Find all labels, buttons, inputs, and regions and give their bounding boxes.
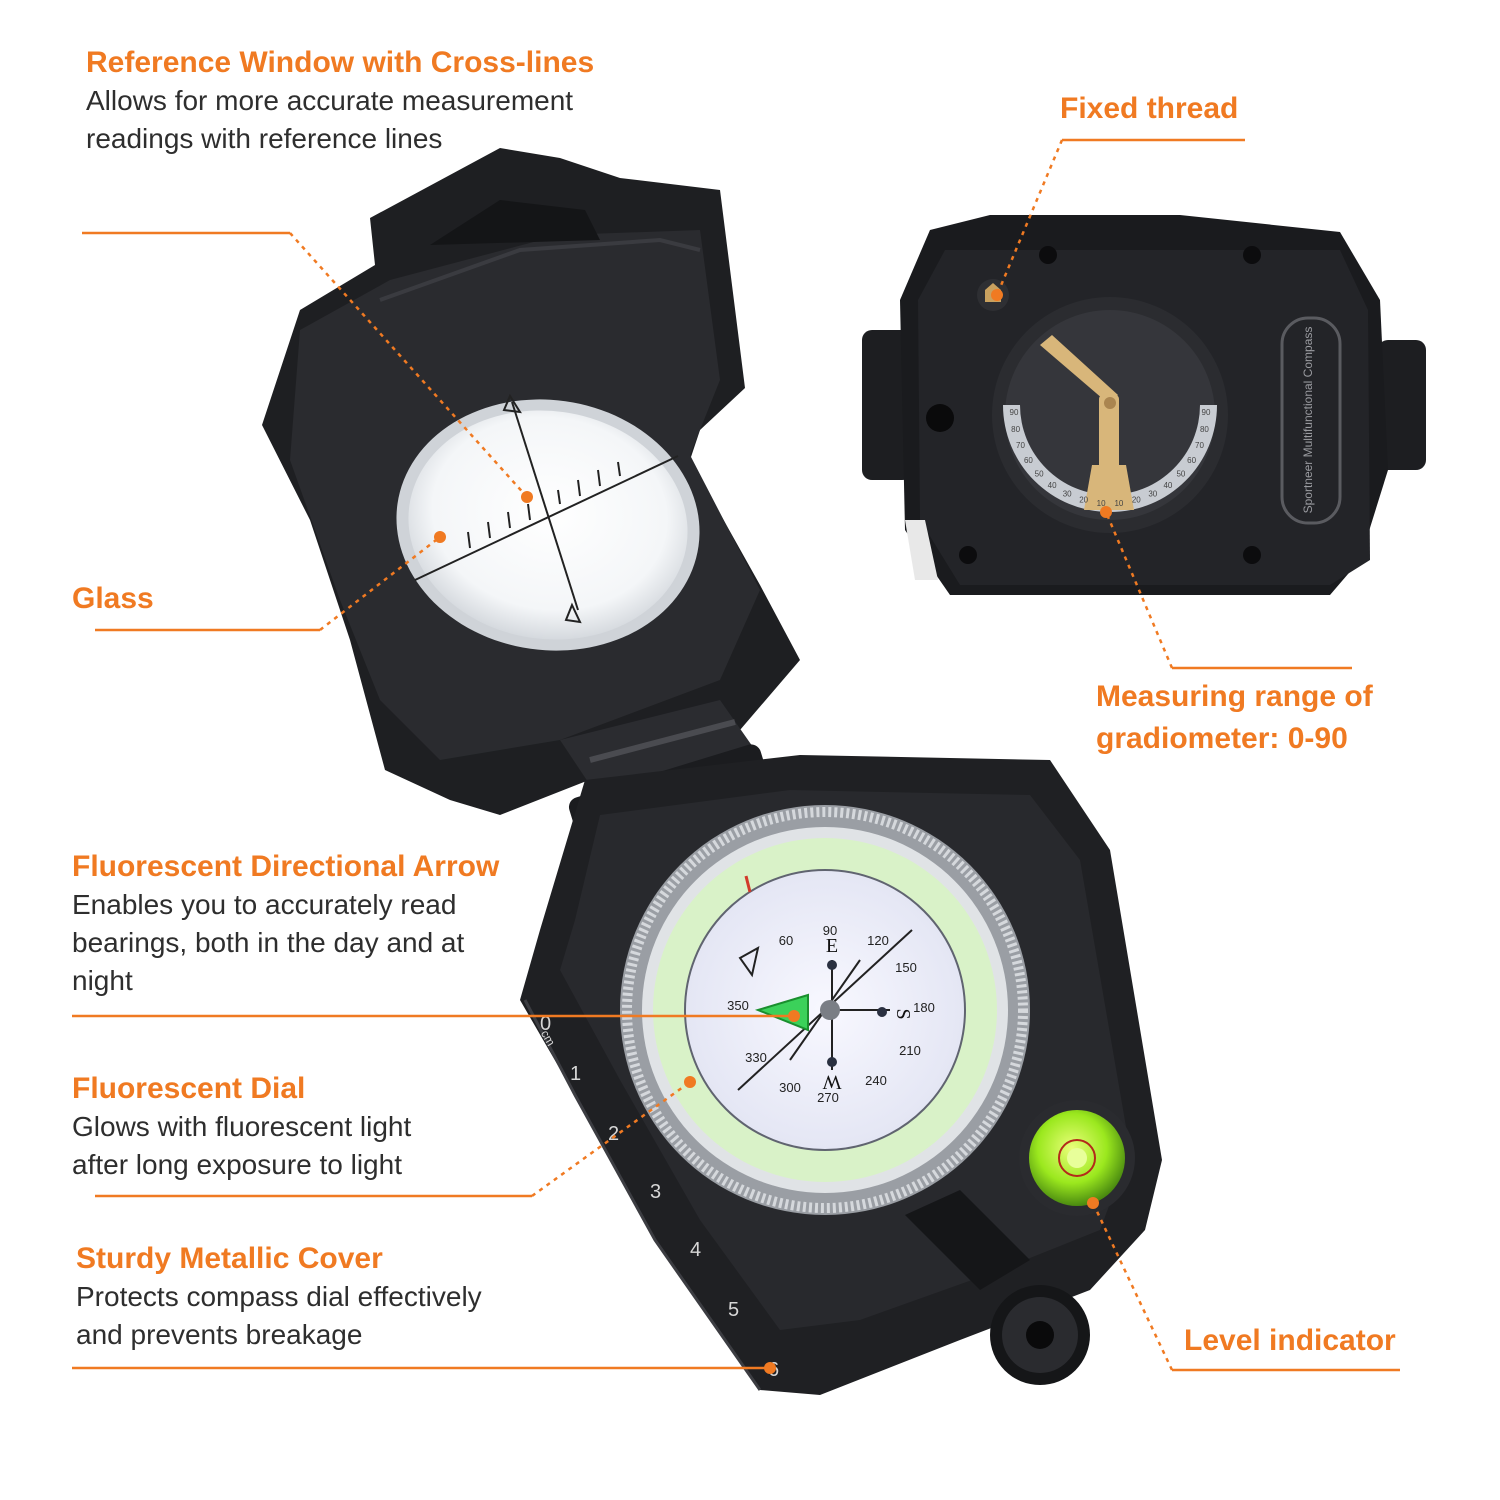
dial-letter-south: S — [892, 1008, 914, 1019]
desc-line: Protects compass dial effectively — [76, 1281, 482, 1312]
desc-line: and prevents breakage — [76, 1319, 363, 1350]
dial-letter-west: W — [822, 1071, 841, 1093]
gradiometer-scale-label: 90 — [1202, 408, 1211, 417]
gradiometer-scale-label: 80 — [1200, 425, 1209, 434]
callout-title: Sturdy Metallic Cover — [76, 1242, 383, 1275]
dial-number: 350 — [727, 998, 749, 1013]
ruler-label: 5 — [728, 1299, 739, 1321]
desc-line: Glows with fluorescent light — [72, 1111, 412, 1142]
gradiometer-scale-label: 60 — [1024, 456, 1033, 465]
gradiometer-scale-label: 60 — [1187, 456, 1196, 465]
gradiometer-scale-label: 30 — [1148, 490, 1157, 499]
callout-glass: Glass — [72, 580, 154, 618]
dial-letter-east: E — [826, 935, 838, 957]
dial-number: 240 — [865, 1073, 887, 1088]
callout-title: Glass — [72, 582, 154, 615]
ruler-label: 3 — [650, 1181, 661, 1203]
gradiometer-scale-label: 20 — [1132, 496, 1141, 505]
callout-title: Fluorescent Dial — [72, 1072, 306, 1105]
desc-line: after long exposure to light — [72, 1149, 402, 1180]
callout-reference-window: Reference Window with Cross-lines Allows… — [86, 44, 594, 158]
callout-title: Level indicator — [1184, 1324, 1396, 1357]
dial-number: 180 — [913, 1000, 935, 1015]
dial-number: 300 — [779, 1080, 801, 1095]
dial-number: 150 — [895, 960, 917, 975]
gradiometer-scale-label: 30 — [1063, 490, 1072, 499]
ruler-label: 0 — [540, 1013, 551, 1035]
callout-title-line: gradiometer: 0-90 — [1096, 722, 1348, 755]
desc-line: readings with reference lines — [86, 123, 443, 154]
callout-directional-arrow: Fluorescent Directional Arrow Enables yo… — [72, 848, 499, 1000]
desc-line: night — [72, 965, 133, 996]
gradiometer-scale-label: 50 — [1035, 469, 1044, 478]
gradiometer-scale-label: 70 — [1195, 441, 1204, 450]
gradiometer-scale-label: 50 — [1176, 469, 1185, 478]
desc-line: Enables you to accurately read — [72, 889, 457, 920]
compass-back: Sportneer Multifunctional Compass — [862, 215, 1426, 595]
dial-number: 210 — [899, 1043, 921, 1058]
brand-text: Sportneer Multifunctional Compass — [1301, 327, 1315, 514]
desc-line: bearings, both in the day and at — [72, 927, 465, 958]
reference-glass — [396, 393, 700, 651]
gradiometer-scale-label: 10 — [1097, 499, 1106, 508]
leader-dots — [434, 289, 1112, 1374]
leader-lines — [72, 138, 1400, 1372]
dial-number: 270 — [817, 1090, 839, 1105]
gradiometer-scale-label: 10 — [1114, 499, 1123, 508]
dial-number: 90 — [823, 923, 837, 938]
callout-desc: Enables you to accurately read bearings,… — [72, 886, 499, 1000]
callout-title: Fluorescent Directional Arrow — [72, 850, 500, 883]
gradiometer-scale-label: 40 — [1163, 481, 1172, 490]
callout-metallic-cover: Sturdy Metallic Cover Protects compass d… — [76, 1240, 482, 1354]
ruler-label: 4 — [690, 1239, 701, 1261]
gradiometer-scale-label: 80 — [1011, 425, 1020, 434]
dial-number: 330 — [745, 1050, 767, 1065]
callout-level-indicator: Level indicator — [1184, 1322, 1396, 1360]
ruler-label: 2 — [608, 1123, 619, 1145]
level-bubble — [1019, 1100, 1135, 1216]
ruler-unit: cm — [538, 1028, 558, 1049]
callout-title-line: Measuring range of — [1096, 680, 1373, 713]
gradiometer-scale-label: 90 — [1010, 408, 1019, 417]
callout-gradiometer: Measuring range of gradiometer: 0-90 — [1096, 678, 1373, 758]
callout-desc: Glows with fluorescent light after long … — [72, 1108, 411, 1184]
gradiometer-scale-label: 70 — [1016, 441, 1025, 450]
callout-desc: Protects compass dial effectively and pr… — [76, 1278, 482, 1354]
desc-line: Allows for more accurate measurement — [86, 85, 574, 116]
dial-number: 120 — [867, 933, 889, 948]
gradiometer-scale-label: 20 — [1079, 496, 1088, 505]
callout-title: Fixed thread — [1060, 92, 1239, 125]
gradiometer-scale-label: 40 — [1048, 481, 1057, 490]
callout-fixed-thread: Fixed thread — [1060, 90, 1238, 128]
dial-number: 60 — [779, 933, 793, 948]
callout-desc: Allows for more accurate measurement rea… — [86, 82, 594, 158]
callout-fluorescent-dial: Fluorescent Dial Glows with fluorescent … — [72, 1070, 411, 1184]
callout-title: Reference Window with Cross-lines — [86, 46, 595, 79]
ruler-label: 1 — [570, 1063, 581, 1085]
